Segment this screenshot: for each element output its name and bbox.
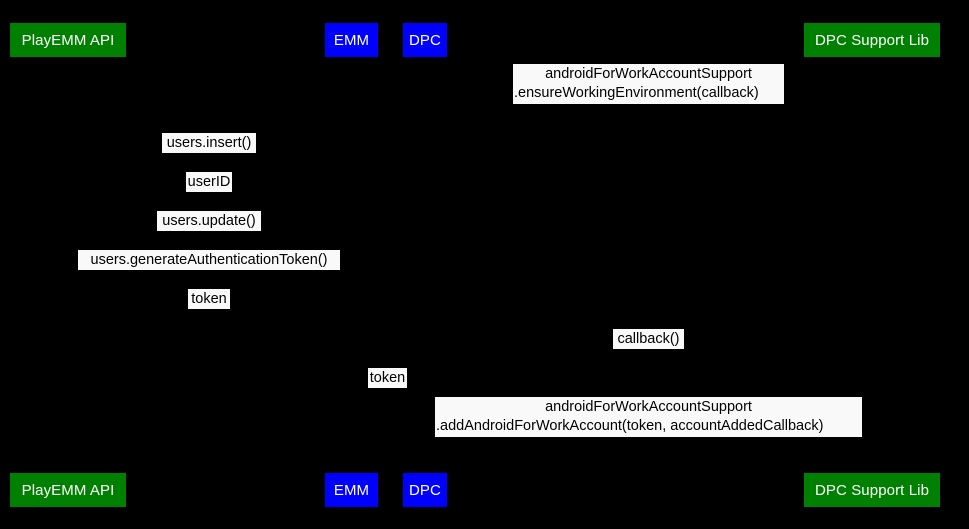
message-label-line-2: .addAndroidForWorkAccount(token, account… [436,418,824,434]
participant-label: DPC [409,31,441,49]
participant-playemm-api-top: PlayEMM API [10,23,126,57]
participant-dpc-support-lib-bottom: DPC Support Lib [804,473,940,507]
message-label-line-1: userID [187,173,231,190]
message-label-users-update: users.update() [157,211,261,231]
message-label-line-1: users.update() [162,212,256,229]
participant-label: PlayEMM API [21,481,115,499]
message-label-line-1: androidForWorkAccountSupport [545,66,752,82]
message-label-line-1: callback() [617,330,680,347]
message-label-line-1: androidForWorkAccountSupport [545,399,752,415]
message-label-users-generate-authentication-token: users.generateAuthenticationToken() [78,250,340,270]
message-label-token-upper: token [188,289,230,309]
message-label-line-1: token [191,290,227,307]
participant-label: DPC Support Lib [814,481,930,499]
participant-emm-bottom: EMM [325,473,378,507]
participant-playemm-api-bottom: PlayEMM API [10,473,126,507]
participant-label: PlayEMM API [21,31,115,49]
message-label-line-1: users.insert() [166,134,252,151]
participant-label: DPC [409,481,441,499]
message-label-line-1: token [369,369,406,386]
participant-label: EMM [333,31,370,49]
message-label-line-1: users.generateAuthenticationToken() [90,251,328,268]
message-label-token-lower: token [368,368,407,388]
participant-label: EMM [333,481,370,499]
message-label-user-id: userID [186,172,232,192]
participant-dpc-support-lib-top: DPC Support Lib [804,23,940,57]
participant-dpc-bottom: DPC [403,473,447,507]
message-label-line-2: .ensureWorkingEnvironment(callback) [514,85,759,101]
participant-label: DPC Support Lib [814,31,930,49]
message-label-users-insert: users.insert() [162,133,256,153]
participant-dpc-top: DPC [403,23,447,57]
participant-emm-top: EMM [325,23,378,57]
message-label-add-android-for-work-account: androidForWorkAccountSupport .addAndroidF… [435,397,862,437]
message-label-callback: callback() [613,329,684,349]
message-label-ensure-working-environment: androidForWorkAccountSupport .ensureWorki… [513,64,784,104]
